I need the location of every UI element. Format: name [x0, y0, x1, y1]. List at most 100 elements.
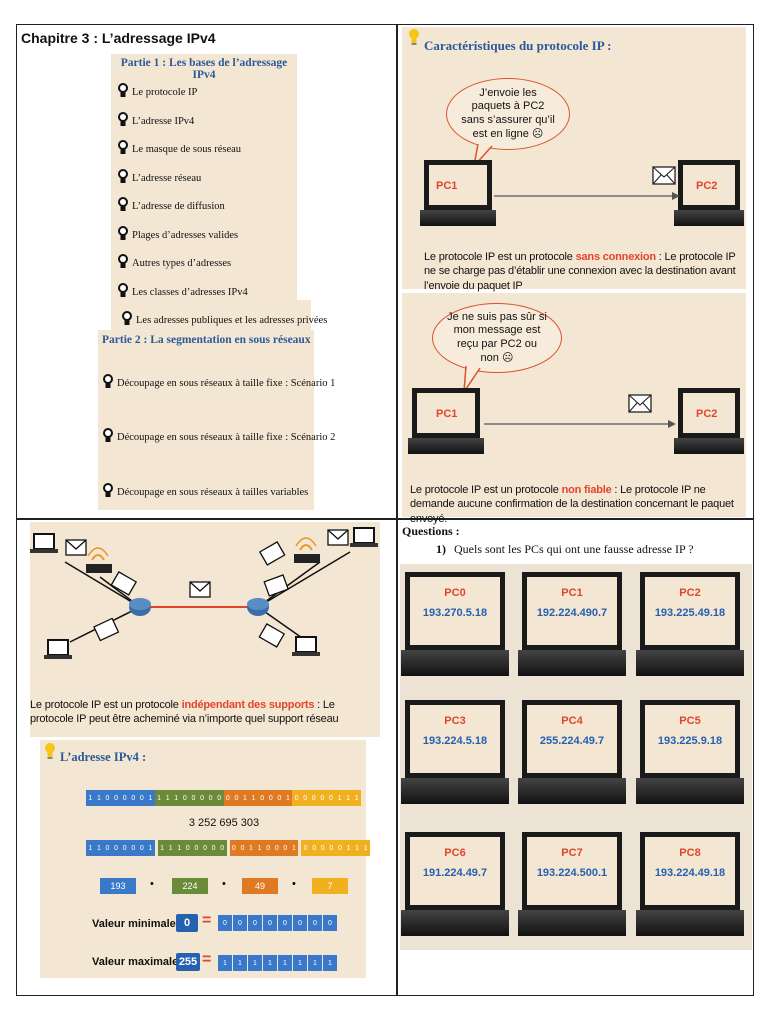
part1-extra-panel: [111, 300, 311, 332]
arrow-2: [484, 420, 676, 428]
bit-cell: 0: [233, 915, 247, 931]
bit-cell: 0: [206, 790, 215, 806]
bit-cell: 1: [335, 790, 344, 806]
pc-ip: 193.224.500.1: [536, 867, 608, 879]
lightbulb-icon: [408, 28, 420, 55]
bit-cell: 0: [278, 915, 292, 931]
pc-ip: 255.224.49.7: [539, 735, 605, 747]
bit-cell: 1: [166, 840, 175, 856]
bit-cell: 0: [189, 790, 198, 806]
pc-ip: 193.225.9.18: [657, 735, 723, 747]
lightbulb-icon: [117, 111, 129, 132]
part1-title: Partie 1 : Les bases de l’adressage IPv4: [120, 57, 288, 81]
bit-cell: 1: [344, 840, 353, 856]
pc1-label-top: PC1: [436, 180, 458, 192]
octet-box-3: 7: [312, 878, 348, 894]
part2-item-2: Découpage en sous réseaux à tailles vari…: [102, 482, 308, 503]
bit-cell: 1: [86, 790, 95, 806]
lightbulb-icon: [102, 482, 114, 503]
pc-name: PC1: [561, 587, 583, 599]
network-diagram: [30, 527, 378, 659]
part1-item-7: Les classes d’adresses IPv4: [117, 282, 248, 303]
octet-box-2: 49: [242, 878, 278, 894]
media-caption-highlight: indépendant des supports: [181, 699, 315, 711]
pc-ip: 193.224.49.18: [654, 867, 726, 879]
bit-cell: 1: [174, 840, 184, 856]
chapter-title: Chapitre 3 : L’adressage IPv4: [21, 30, 216, 46]
bit-cell: 0: [263, 915, 277, 931]
bit-cell: 1: [146, 840, 155, 856]
bit-cell: 0: [281, 840, 290, 856]
pc-ip: 193.224.5.18: [422, 735, 488, 747]
bit-cell: 0: [292, 790, 301, 806]
bit-cell: 0: [223, 790, 233, 806]
bit-cell: 0: [300, 790, 310, 806]
speech-bubble-2: Je ne suis pas sûr si mon message est re…: [432, 303, 562, 373]
bit-cell: 1: [157, 840, 167, 856]
min-value: 0: [176, 914, 198, 932]
laptop-keyboard: [636, 650, 744, 676]
question-1: 1)Quels sont les PCs qui ont une fausse …: [436, 542, 694, 557]
part1-item-2: Le masque de sous réseau: [117, 139, 241, 160]
bit-cell: 0: [128, 790, 138, 806]
lightbulb-icon: [117, 196, 129, 217]
row-divider: [16, 518, 754, 520]
bit-cell: 1: [308, 955, 322, 971]
pc2-label-top: PC2: [696, 180, 718, 192]
media-panel: [30, 522, 380, 737]
bit-cell: 0: [335, 840, 345, 856]
speech-bubble-1: J’envoie les paquets à PC2 sans s’assure…: [446, 78, 570, 150]
bit-cell: 1: [361, 840, 370, 856]
caption1-post: : Le protocole IP ne se charge pas d’éta…: [424, 251, 736, 292]
part1-item-5-label: Plages d’adresses valides: [132, 229, 239, 241]
laptop-keyboard: [518, 778, 626, 804]
bit-cell: 0: [103, 840, 112, 856]
bit-cell: 0: [266, 790, 276, 806]
bit-cell: 0: [137, 790, 147, 806]
lightbulb-icon: [117, 168, 129, 189]
bit-cell: 0: [137, 840, 147, 856]
bit-cell: 0: [309, 840, 319, 856]
pc-ip: 193.225.49.18: [654, 607, 726, 619]
octet-dot: •: [150, 878, 154, 890]
part1-panel: Partie 1 : Les bases de l’adressage IPv4: [111, 54, 297, 332]
caption2-highlight: non fiable: [561, 484, 612, 496]
laptop-keyboard: [518, 910, 626, 936]
lightbulb-icon: [102, 427, 114, 448]
part2-item-1-label: Découpage en sous réseaux à taille fixe …: [117, 432, 336, 443]
caption1-pre: Le protocole IP est un protocole: [424, 251, 576, 263]
bit-cell: 0: [318, 790, 327, 806]
bit-cell: 0: [326, 790, 336, 806]
min-label: Valeur minimale: [92, 918, 176, 930]
bit-cell: 1: [248, 955, 262, 971]
question-1-number: 1): [436, 542, 446, 556]
media-caption-post: : Le protocole IP peut être acheminé via…: [30, 699, 339, 726]
bit-cell: 1: [283, 790, 293, 806]
bit-cell: 1: [233, 955, 247, 971]
bit-cell: 1: [94, 840, 104, 856]
ipv4-panel: [40, 740, 366, 978]
laptop-keyboard: [636, 778, 744, 804]
bit-cell: 1: [352, 790, 361, 806]
bit-cell: 0: [309, 790, 319, 806]
part1-item-3-label: L’adresse réseau: [132, 172, 202, 184]
pc-ip: 193.270.5.18: [422, 607, 488, 619]
bit-cell: 0: [192, 840, 201, 856]
bit-cell: 0: [180, 790, 190, 806]
bit-cell: 1: [246, 840, 256, 856]
lightbulb-icon: [117, 225, 129, 246]
bit-cell: 1: [278, 955, 292, 971]
pc-name: PC4: [561, 715, 583, 727]
bit-cell: 0: [229, 840, 239, 856]
bit-cell: 1: [289, 840, 299, 856]
